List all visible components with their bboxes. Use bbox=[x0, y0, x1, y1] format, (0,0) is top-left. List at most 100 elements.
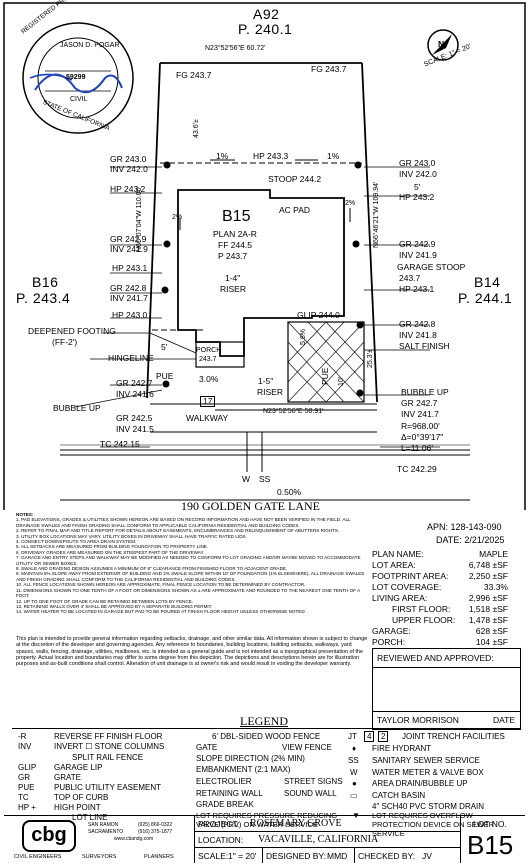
legend-text: GRATE bbox=[54, 773, 81, 782]
left-inv-5: INV 241.5 bbox=[116, 424, 154, 434]
left-bubble-up: BUBBLE UP bbox=[53, 403, 101, 413]
right-gr-1: GR 243.0 bbox=[399, 158, 436, 168]
legend-text: SANITARY SEWER SERVICE bbox=[372, 756, 480, 765]
note-item: 11. DIMENSIONS SHOWN TO ONE TENTH OF A F… bbox=[16, 587, 360, 599]
stamp-number: 59299 bbox=[66, 74, 86, 81]
project-info: PROJECT: ROSEMARY GROVE LOCATION: VACAVI… bbox=[194, 816, 460, 863]
legend-text: 6' DBL-SIDED WOOD FENCE bbox=[212, 732, 321, 741]
right-hp-dim: 5' bbox=[414, 182, 421, 192]
plan-info-pad: P 243.7 bbox=[218, 251, 248, 261]
lot-statistics: PLAN NAME:MAPLE LOT AREA:6,748 ±SF FOOTP… bbox=[372, 549, 508, 647]
legend-text: GRADE BREAK bbox=[196, 800, 254, 809]
lot-label: B15 bbox=[222, 208, 251, 225]
left-hp-3: HP 243.0 bbox=[112, 310, 148, 320]
fg-left: FG 243.7 bbox=[176, 70, 212, 80]
right-hp-1: HP 243.2 bbox=[399, 192, 435, 202]
approval-box: REVIEWED AND APPROVED: TAYLOR MORRISON D… bbox=[372, 648, 521, 730]
legend-sym: HP + bbox=[18, 803, 36, 812]
neighbor-right-id: B14 bbox=[474, 274, 501, 290]
note-item: 8. SWALE AND GRADING DESIGN ASSUMES A MI… bbox=[16, 566, 288, 572]
north-arrow bbox=[427, 29, 459, 61]
left-gr-1: GR 243.0 bbox=[110, 154, 147, 164]
left-inv-1: INV 242.0 bbox=[110, 164, 148, 174]
left-gr-3: GR 242.8 bbox=[110, 283, 147, 293]
deepened-footing: DEEPENED FOOTING bbox=[28, 326, 116, 336]
legend-text: STREET SIGNS bbox=[284, 777, 343, 786]
hingeline-dim: 5' bbox=[161, 342, 168, 352]
legend-text: REVERSE FF FINISH FLOOR bbox=[54, 732, 163, 741]
water-line-label: W bbox=[242, 474, 251, 484]
note-item: 1. PAD ELEVATIONS, GRADES & UTILITIES SH… bbox=[16, 517, 351, 528]
glip-label: GLIP 244.0 bbox=[297, 310, 340, 320]
right-hp-2: HP 243.1 bbox=[399, 284, 435, 294]
left-hp-2: HP 243.1 bbox=[112, 263, 148, 273]
right-inv-4: INV 241.7 bbox=[401, 409, 439, 419]
title-block: cbg SAN RAMON SACRAMENTO (925) 866-0322 … bbox=[4, 815, 525, 863]
curve-delta: Δ=0°39'17" bbox=[401, 432, 444, 442]
tagline-2: SURVEYORS bbox=[82, 854, 117, 860]
tagline-3: PLANNERS bbox=[144, 854, 174, 860]
right-inv-2: INV 241.9 bbox=[399, 250, 437, 260]
office-1: SAN RAMON bbox=[88, 822, 119, 828]
general-notes: NOTES: 1. PAD ELEVATIONS, GRADES & UTILI… bbox=[16, 512, 368, 615]
area-drain-icon: ● bbox=[352, 779, 357, 788]
designed-value: MMD bbox=[327, 851, 348, 861]
legend-text: GARAGE LIP bbox=[54, 763, 103, 772]
catch-basin-icon: ▭ bbox=[350, 791, 358, 800]
plan-info-ff: FF 244.5 bbox=[218, 240, 253, 250]
lot-number-box: LOT NO. B15 bbox=[460, 816, 526, 863]
garage-slope: 5.8% bbox=[300, 329, 307, 345]
dim-10: 10' bbox=[338, 376, 345, 386]
garage-stoop: GARAGE STOOP bbox=[397, 262, 466, 272]
sewer-line-label: SS bbox=[259, 474, 271, 484]
lot-no-label: LOT NO. bbox=[473, 819, 507, 829]
walkway-label: WALKWAY bbox=[186, 413, 229, 423]
apn: APN: 128-143-090 bbox=[427, 522, 502, 532]
legend-text: EMBANKMENT (2:1 MAX) bbox=[196, 765, 291, 774]
legend-text: VIEW FENCE bbox=[282, 743, 332, 752]
curve-radius: R=968.00' bbox=[401, 421, 440, 431]
legend-sym: PUE bbox=[18, 783, 35, 792]
designed-label: DESIGNED BY: bbox=[266, 851, 326, 861]
right-inv-1: INV 242.0 bbox=[399, 169, 437, 179]
fire-hydrant-icon: ♦ bbox=[352, 744, 357, 753]
legend-text: WATER METER & VALVE BOX bbox=[372, 768, 484, 777]
bearing-top: N23°52'56"E 60.72' bbox=[205, 45, 266, 52]
engineer-stamp bbox=[22, 22, 134, 134]
garage-stoop-elev: 243.7 bbox=[399, 273, 421, 283]
stamp-name: JASON D. POGAR bbox=[60, 42, 120, 49]
house-footprint bbox=[177, 189, 345, 357]
slope-left: 2% bbox=[172, 214, 183, 221]
left-gr-5: GR 242.5 bbox=[116, 413, 153, 423]
reviewed-label: REVIEWED AND APPROVED: bbox=[377, 653, 494, 663]
neighbor-top-pad: P. 240.1 bbox=[238, 21, 293, 37]
riser-2-a: 1-5" bbox=[258, 376, 274, 386]
legend-sym: -R bbox=[18, 732, 27, 741]
legend-text: SOUND WALL bbox=[284, 789, 337, 798]
lot-line bbox=[146, 62, 378, 403]
legend-text: TOP OF CURB bbox=[54, 793, 109, 802]
legend-text: SLOPE DIRECTION (2% MIN) bbox=[196, 754, 305, 763]
scale-label: SCALE: bbox=[198, 851, 229, 861]
firm-logo: cbg bbox=[22, 820, 76, 852]
right-gr-3: GR 242.8 bbox=[399, 319, 436, 329]
legend-text: CATCH BASIN bbox=[372, 791, 426, 800]
signer-date: DATE bbox=[493, 715, 516, 725]
slope-top-right: 1% bbox=[327, 151, 340, 161]
legend-title: LEGEND bbox=[240, 714, 288, 728]
phone-1: (925) 866-0322 bbox=[138, 822, 173, 828]
right-gr-4: GR 242.7 bbox=[401, 398, 438, 408]
note-item: 10. ALL FENCE LOCATIONS SHOWN HEREON ARE… bbox=[16, 582, 306, 588]
notes-heading: NOTES: bbox=[16, 512, 34, 517]
legend-text: HIGH POINT bbox=[54, 803, 101, 812]
scale-value: 1" = 20' bbox=[228, 851, 257, 861]
left-inv-4: INV 241.6 bbox=[116, 389, 154, 399]
right-tc: TC 242.29 bbox=[397, 464, 437, 474]
riser-1-a: 1-4" bbox=[225, 273, 241, 283]
legend-sym: INV bbox=[18, 742, 32, 751]
checked-label: CHECKED BY: bbox=[358, 851, 416, 861]
project-label: PROJECT: bbox=[198, 819, 240, 829]
disclaimer: This plan is intended to provide general… bbox=[16, 636, 368, 668]
legend-sym: W bbox=[350, 768, 358, 777]
hingeline: HINGELINE bbox=[108, 353, 154, 363]
